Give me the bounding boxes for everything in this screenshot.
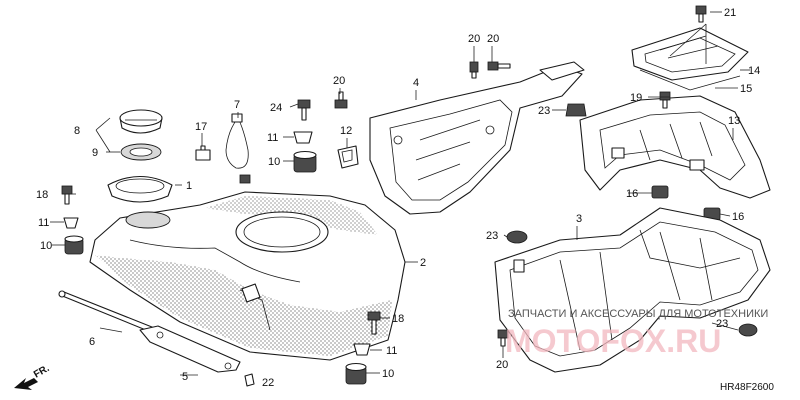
- collar-11-mid: [293, 131, 313, 144]
- callout-9: 9: [92, 147, 98, 159]
- callout-16-a: 16: [626, 188, 638, 200]
- grommet-23-mid: [506, 230, 528, 244]
- bolt-20-a: [334, 91, 348, 109]
- sensor-harness: [225, 113, 251, 184]
- callout-20-top-b: 20: [487, 33, 499, 45]
- grommet-10-left: [64, 235, 84, 255]
- callout-6: 6: [89, 336, 95, 348]
- watermark-caption: ЗАПЧАСТИ И АКСЕССУАРЫ ДЛЯ МОТОТЕХНИКИ: [508, 308, 768, 320]
- watermark-logo: MOTOFOX.RU: [505, 323, 721, 359]
- bolt-18-left: [61, 185, 73, 205]
- callout-22: 22: [262, 377, 274, 389]
- bolt-20-c: [487, 61, 511, 71]
- grommet-16-a: [651, 185, 669, 199]
- bolt-24: [297, 99, 311, 121]
- callout-11-bottom: 11: [386, 345, 397, 357]
- callout-10-bottom: 10: [382, 368, 394, 380]
- callout-24: 24: [270, 102, 282, 114]
- callouts: 1 2 3 4 5 6 7 8 9 10 10 10 11 11 11 12 1…: [36, 7, 760, 389]
- front-direction-marker: FR.: [14, 363, 52, 390]
- callout-15: 15: [740, 83, 752, 95]
- diagram-code: HR48F2600: [720, 382, 774, 393]
- callout-10-mid: 10: [268, 156, 280, 168]
- tank-strap: [139, 325, 241, 373]
- grommet-23-right: [738, 323, 758, 337]
- grommet-10-bottom: [345, 362, 367, 385]
- callout-16-b: 16: [732, 211, 744, 223]
- bolt-20-b: [469, 61, 479, 79]
- filler-neck-ring: [107, 176, 173, 203]
- callout-12: 12: [340, 125, 352, 137]
- callout-7: 7: [234, 99, 240, 111]
- callout-11-mid: 11: [267, 132, 278, 144]
- callout-18-left: 18: [36, 189, 48, 201]
- callout-23-mid: 23: [486, 230, 498, 242]
- upper-right-cover: [579, 95, 771, 199]
- front-label: FR.: [32, 363, 52, 381]
- callout-10-left: 10: [40, 240, 52, 252]
- air-box-lid: [631, 27, 749, 81]
- callout-5: 5: [182, 371, 188, 383]
- bracket-12: [337, 145, 359, 169]
- grommet-23-top: [565, 103, 587, 117]
- callout-23-right: 23: [716, 318, 728, 330]
- callout-3: 3: [576, 213, 582, 225]
- clip-22: [244, 373, 255, 387]
- callout-2: 2: [420, 257, 426, 269]
- collar-11-left: [63, 217, 79, 229]
- callout-11-left: 11: [38, 217, 49, 229]
- bolt-18-bottom: [367, 311, 381, 335]
- upper-tank-guard: [369, 61, 585, 215]
- callout-4: 4: [413, 77, 419, 89]
- filler-cap-gasket: [120, 143, 162, 161]
- callout-1: 1: [186, 180, 192, 192]
- grommet-10-mid: [293, 150, 317, 173]
- callout-20-bottom: 20: [496, 359, 508, 371]
- collar-11-bottom: [353, 343, 371, 356]
- callout-18-bottom: 18: [392, 313, 404, 325]
- fuel-filler-cap: [119, 109, 163, 134]
- bolt-19: [659, 91, 671, 109]
- fuel-tank: [89, 191, 406, 361]
- callout-8: 8: [74, 125, 80, 137]
- leader-lines: [50, 11, 750, 376]
- bolt-17: [195, 145, 211, 161]
- callout-21: 21: [724, 7, 736, 19]
- callout-19: 19: [630, 92, 642, 104]
- screw-21: [695, 5, 707, 23]
- watermark: MOTOFOX.RU ЗАПЧАСТИ И АКСЕССУАРЫ ДЛЯ МОТ…: [505, 308, 768, 359]
- callout-20-top-a: 20: [468, 33, 480, 45]
- callout-14: 14: [748, 65, 760, 77]
- lid-gasket: [639, 69, 741, 91]
- lower-tank-cover: [494, 207, 771, 373]
- callout-13: 13: [728, 115, 740, 127]
- callout-20-left: 20: [333, 75, 345, 87]
- callout-23-top: 23: [538, 105, 550, 117]
- callout-17: 17: [195, 121, 207, 133]
